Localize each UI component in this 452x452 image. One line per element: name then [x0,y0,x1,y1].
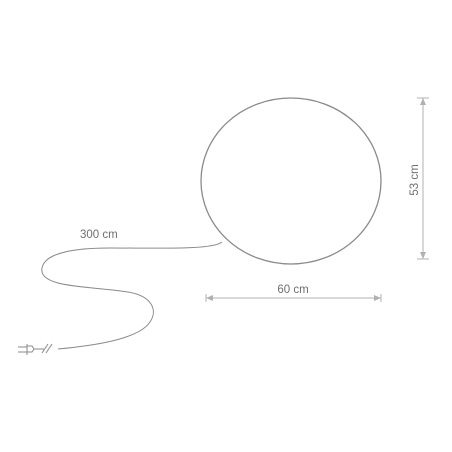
height-arrow-bottom [420,252,426,259]
height-dimension-line [417,97,429,260]
globe-lamp-outline [200,97,382,265]
height-arrow-top [420,98,426,105]
power-cable [41,241,223,350]
width-label: 60 cm [277,284,308,296]
cable-length-label: 300 cm [80,229,118,241]
width-arrow-left [206,295,213,301]
width-dimension-line [205,294,382,302]
height-label: 53 cm [409,164,421,195]
plug-icon [18,343,53,355]
width-arrow-right [374,295,381,301]
